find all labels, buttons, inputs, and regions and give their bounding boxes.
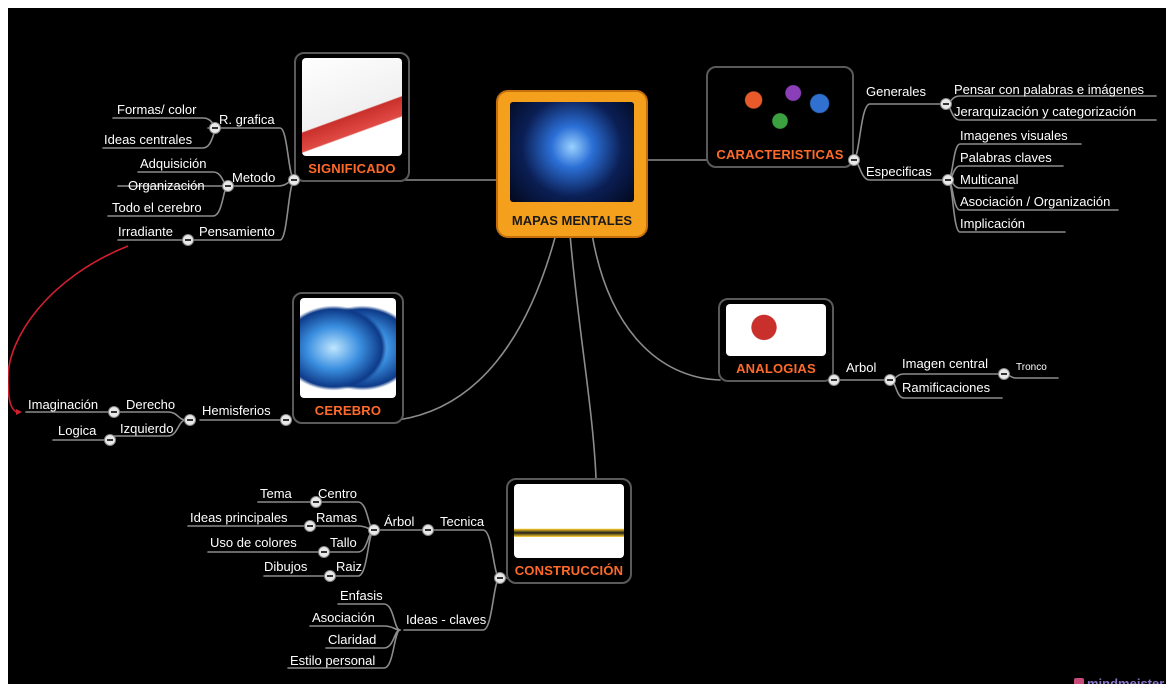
- node-raiz[interactable]: Raiz: [336, 559, 363, 574]
- question-mark-figure-image: [726, 304, 826, 356]
- node-uso-de-colores[interactable]: Uso de colores: [210, 535, 297, 550]
- mindmeister-icon: [1074, 678, 1084, 684]
- node-logica[interactable]: Logica: [58, 423, 97, 438]
- node-tecnica[interactable]: Tecnica: [440, 514, 485, 529]
- collapse-toggle-tallo[interactable]: [318, 546, 330, 558]
- brain-network-image: [510, 102, 634, 202]
- node-ideas-centrales[interactable]: Ideas centrales: [104, 132, 193, 147]
- node-imaginacion[interactable]: Imaginación: [28, 397, 99, 412]
- collapse-toggle-metodo[interactable]: [222, 180, 234, 192]
- topic-caracteristicas[interactable]: CARACTERISTICAS: [706, 66, 854, 168]
- node-organizacion[interactable]: Organización: [128, 178, 205, 193]
- node-irradiante[interactable]: Irradiante: [118, 224, 173, 239]
- collapse-toggle-analogias[interactable]: [828, 374, 840, 386]
- node-ideas-claves[interactable]: Ideas - claves: [406, 612, 487, 627]
- node-asociacion[interactable]: Asociación: [312, 610, 375, 625]
- node-ramificaciones[interactable]: Ramificaciones: [902, 380, 991, 395]
- node-centro[interactable]: Centro: [318, 486, 358, 501]
- node-tallo[interactable]: Tallo: [330, 535, 357, 550]
- node-arbol-construccion[interactable]: Árbol: [384, 514, 415, 529]
- collapse-toggle-especificas[interactable]: [942, 174, 954, 186]
- topic-construccion[interactable]: CONSTRUCCIÓN: [506, 478, 632, 584]
- relation-arrow-head: [16, 409, 22, 415]
- brand-text: mindmeister: [1087, 676, 1165, 684]
- node-jerarquizacion[interactable]: Jerarquización y categorización: [954, 104, 1137, 119]
- topic-cerebro-title: CEREBRO: [314, 403, 382, 418]
- collapse-toggle-derecho[interactable]: [108, 406, 120, 418]
- node-implicacion[interactable]: Implicación: [960, 216, 1026, 231]
- node-estilo-personal[interactable]: Estilo personal: [290, 653, 376, 668]
- collapse-toggle-tecnica[interactable]: [422, 524, 434, 536]
- node-hemisferios[interactable]: Hemisferios: [202, 403, 271, 418]
- construction-figures-image: [514, 484, 624, 558]
- node-claridad[interactable]: Claridad: [328, 632, 377, 647]
- collapse-toggle-construccion[interactable]: [494, 572, 506, 584]
- collapse-toggle-cerebro[interactable]: [280, 414, 292, 426]
- brain-image: [300, 298, 396, 398]
- node-asociacion-organizacion[interactable]: Asociación / Organización: [960, 194, 1111, 209]
- node-ramas[interactable]: Ramas: [316, 510, 358, 525]
- collapse-toggle-hemisferios[interactable]: [184, 414, 196, 426]
- node-izquierdo[interactable]: Izquierdo: [120, 421, 174, 436]
- central-topic[interactable]: MAPAS MENTALES: [496, 90, 648, 238]
- pencil-figure-image: [302, 58, 402, 156]
- collapse-toggle-arbol-analogias[interactable]: [884, 374, 896, 386]
- collapse-toggle-raiz[interactable]: [324, 570, 336, 582]
- node-derecho[interactable]: Derecho: [126, 397, 176, 412]
- collapse-toggle-imagen-central[interactable]: [998, 368, 1010, 380]
- node-tema[interactable]: Tema: [260, 486, 292, 501]
- node-ideas-principales[interactable]: Ideas principales: [190, 510, 288, 525]
- link-analogias: [591, 233, 721, 381]
- mind-map-canvas[interactable]: MAPAS MENTALES SIGNIFICADO R. grafica Fo…: [8, 8, 1166, 684]
- topic-significado-title: SIGNIFICADO: [308, 161, 396, 176]
- topic-caracteristicas-title: CARACTERISTICAS: [716, 147, 844, 162]
- link-cerebro: [397, 233, 557, 421]
- node-dibujos[interactable]: Dibujos: [264, 559, 308, 574]
- node-especificas[interactable]: Especificas: [866, 164, 932, 179]
- central-topic-title: MAPAS MENTALES: [511, 213, 633, 228]
- collapse-toggle-r-grafica[interactable]: [209, 122, 221, 134]
- node-imagen-central[interactable]: Imagen central: [902, 356, 988, 371]
- topic-cerebro[interactable]: CEREBRO: [292, 292, 404, 424]
- node-arbol-analogias[interactable]: Arbol: [846, 360, 877, 375]
- collapse-toggle-generales[interactable]: [940, 98, 952, 110]
- node-adquisicion[interactable]: Adquisición: [140, 156, 207, 171]
- collapse-toggle-caracteristicas[interactable]: [848, 154, 860, 166]
- node-palabras-claves[interactable]: Palabras claves: [960, 150, 1052, 165]
- node-enfasis[interactable]: Enfasis: [340, 588, 383, 603]
- collapse-toggle-centro[interactable]: [310, 496, 322, 508]
- collapse-toggle-ramas[interactable]: [304, 520, 316, 532]
- node-generales[interactable]: Generales: [866, 84, 926, 99]
- topic-analogias-title: ANALOGIAS: [736, 361, 816, 376]
- node-metodo[interactable]: Metodo: [232, 170, 276, 185]
- collapse-toggle-izquierdo[interactable]: [104, 434, 116, 446]
- topic-construccion-title: CONSTRUCCIÓN: [514, 563, 624, 578]
- node-pensar-con-palabras[interactable]: Pensar con palabras e imágenes: [954, 82, 1145, 97]
- link-construccion: [569, 233, 597, 479]
- people-network-image: [714, 72, 846, 142]
- collapse-toggle-arbol[interactable]: [368, 524, 380, 536]
- node-imagenes-visuales[interactable]: Imagenes visuales: [960, 128, 1068, 143]
- node-formas-color[interactable]: Formas/ color: [117, 102, 197, 117]
- topic-significado[interactable]: SIGNIFICADO: [294, 52, 410, 182]
- collapse-toggle-pensamiento[interactable]: [182, 234, 194, 246]
- node-todo-cerebro[interactable]: Todo el cerebro: [112, 200, 202, 215]
- collapse-toggle-significado[interactable]: [288, 174, 300, 186]
- relation-arrow: [8, 245, 129, 413]
- node-r-grafica[interactable]: R. grafica: [219, 112, 275, 127]
- node-pensamiento[interactable]: Pensamiento: [199, 224, 275, 239]
- node-multicanal[interactable]: Multicanal: [960, 172, 1019, 187]
- topic-analogias[interactable]: ANALOGIAS: [718, 298, 834, 382]
- mindmeister-logo: mindmeister: [1074, 676, 1164, 684]
- node-tronco[interactable]: Tronco: [1016, 362, 1047, 373]
